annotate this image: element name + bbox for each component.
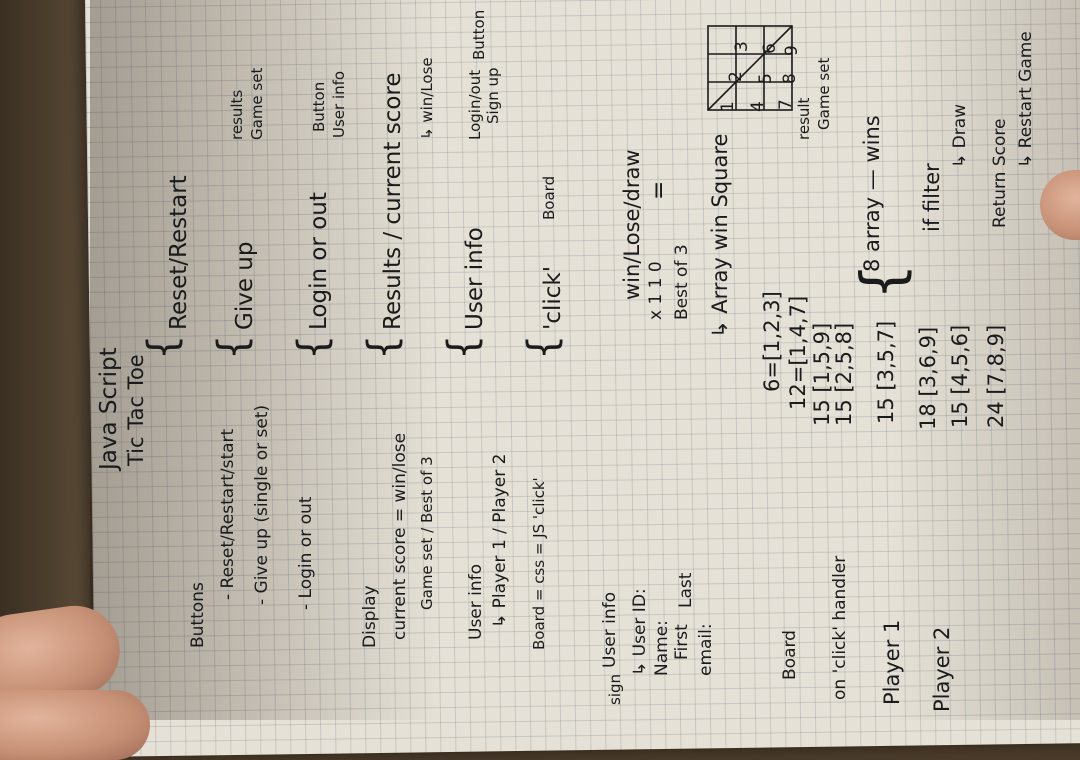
brace-glyph: {	[360, 334, 406, 360]
grid-cell-number: 2	[726, 71, 746, 82]
player1-label: Player 1	[880, 619, 904, 705]
button-item: - Give up (single or set)	[252, 404, 272, 605]
brace-note: Button	[470, 9, 488, 60]
title-line2: Tic Tac Toe	[124, 354, 148, 466]
display-line: Game set / Best of 3	[418, 456, 436, 610]
brace-note: Login/out	[466, 69, 484, 140]
brace-note: Game set	[248, 67, 266, 140]
left-thumb	[0, 690, 150, 760]
restart-game: ↳ Restart Game	[1016, 31, 1036, 168]
brace-note: Game set	[815, 57, 833, 130]
equals-sign: =	[646, 180, 672, 200]
win-lose-draw: win/Lose/draw	[620, 149, 644, 300]
brace-note: ↳ win/Lose	[418, 57, 436, 140]
x110: x 1 1 0	[646, 261, 666, 320]
last-label: Last	[676, 572, 696, 608]
side-note: sign	[606, 673, 624, 705]
brace-note: Board	[540, 175, 558, 220]
button-item: - Login or out	[296, 496, 316, 610]
grid-cell-number: 3	[732, 41, 752, 52]
name-label: Name:	[652, 620, 672, 676]
display-heading: Display	[360, 585, 380, 648]
user-info-heading: User info	[466, 563, 486, 640]
first-label: First	[672, 624, 692, 660]
buttons-heading: Buttons	[188, 582, 208, 648]
array-item: 6=[1,2,3]	[760, 291, 784, 392]
brace-glyph: {	[140, 334, 186, 360]
array-item: 12=[1,4,7]	[786, 295, 810, 410]
grid-cell-number: 1	[718, 101, 738, 112]
best-of-3: Best of 3	[672, 244, 692, 320]
brace-note: User info	[330, 70, 348, 138]
grid-cell-number: 9	[782, 45, 802, 56]
grid-cell-number: 5	[756, 73, 776, 84]
array-item: 15 [3,5,7]	[874, 320, 898, 424]
brace-note: Button	[310, 81, 328, 132]
grid-cell-number: 7	[776, 99, 796, 110]
button-item: - Reset/Restart/start	[218, 428, 238, 600]
array-item: 24 [7,8,9]	[984, 324, 1008, 428]
brace-item: Login or out	[306, 192, 332, 330]
handwritten-notes: Java Script Tic Tac Toe Buttons - Reset/…	[96, 9, 1036, 712]
brace-note: Sign up	[484, 67, 502, 124]
grid-cell-number: 6	[760, 43, 780, 54]
brace-item: User info	[462, 227, 488, 330]
brace-item: Results / current score	[380, 72, 406, 330]
brace-glyph: {	[440, 334, 486, 360]
array-item: 15 [4,5,6]	[948, 324, 972, 428]
brace-note: results	[228, 89, 246, 140]
brace-item: Give up	[232, 241, 258, 330]
display-line: current score = win/lose	[390, 432, 410, 640]
board-line: Board = css = JS 'click'	[530, 477, 548, 650]
brace-item: Reset/Restart	[166, 175, 192, 330]
array-win-square: ↳ Array win Square	[708, 133, 732, 338]
title-line1: Java Script	[96, 347, 122, 470]
return-score: Return Score	[990, 118, 1010, 228]
click-handler: on 'click' handler	[830, 555, 850, 700]
user-info-sub: ↳ Player 1 / Player 2	[490, 453, 510, 628]
brace-glyph: {	[520, 334, 566, 360]
tic-tac-toe-grid-sketch	[707, 25, 793, 111]
player2-label: Player 2	[930, 626, 954, 712]
brace-item: 'click'	[540, 265, 566, 330]
brace-glyph: {	[290, 334, 336, 360]
board-label: Board	[780, 630, 800, 680]
grid-cell-number: 4	[748, 101, 768, 112]
array-item: 15 [1,5,9]	[810, 322, 834, 426]
array-item: 15 [2,5,8]	[832, 322, 856, 426]
grid-cell-number: 8	[780, 73, 800, 84]
user-id: ↳ User ID:	[630, 588, 650, 676]
eight-array-wins: 8 array — wins	[860, 115, 884, 272]
draw-label: ↳ Draw	[950, 103, 970, 168]
if-filter: if filter	[920, 163, 944, 232]
user-info-2: User info	[600, 591, 620, 668]
brace-glyph: {	[210, 334, 256, 360]
array-item: 18 [3,6,9]	[916, 326, 940, 430]
email-label: email:	[696, 623, 716, 676]
